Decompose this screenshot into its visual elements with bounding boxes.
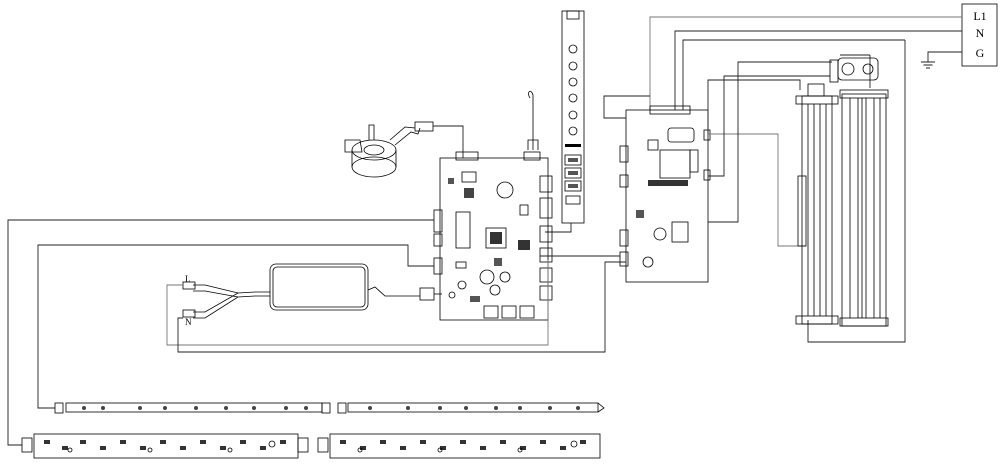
relay-wires [540,61,832,258]
harness-wires [7,95,650,446]
psu-neutral-label: N [185,317,192,327]
led-strip-lower [21,433,601,459]
ground-symbol [921,51,962,69]
terminal-g-label: G [976,46,985,60]
temperature-probe [527,90,539,150]
power-terminal-block: L1 N G [961,3,998,67]
psu-line-label: L [185,274,191,284]
mains-wires [649,16,962,343]
heater-element [795,83,839,325]
control-panel [545,10,585,233]
crossflow-fan [829,57,889,327]
panel-buttons [568,44,578,136]
relay-board [619,105,711,283]
terminal-n-label: N [976,26,985,40]
terminal-l1-label: L1 [973,9,986,23]
main-control-board [433,151,553,321]
motor-assembly [344,121,464,178]
led-strip-upper [54,402,605,414]
power-supply-adapter: L N [182,263,442,327]
